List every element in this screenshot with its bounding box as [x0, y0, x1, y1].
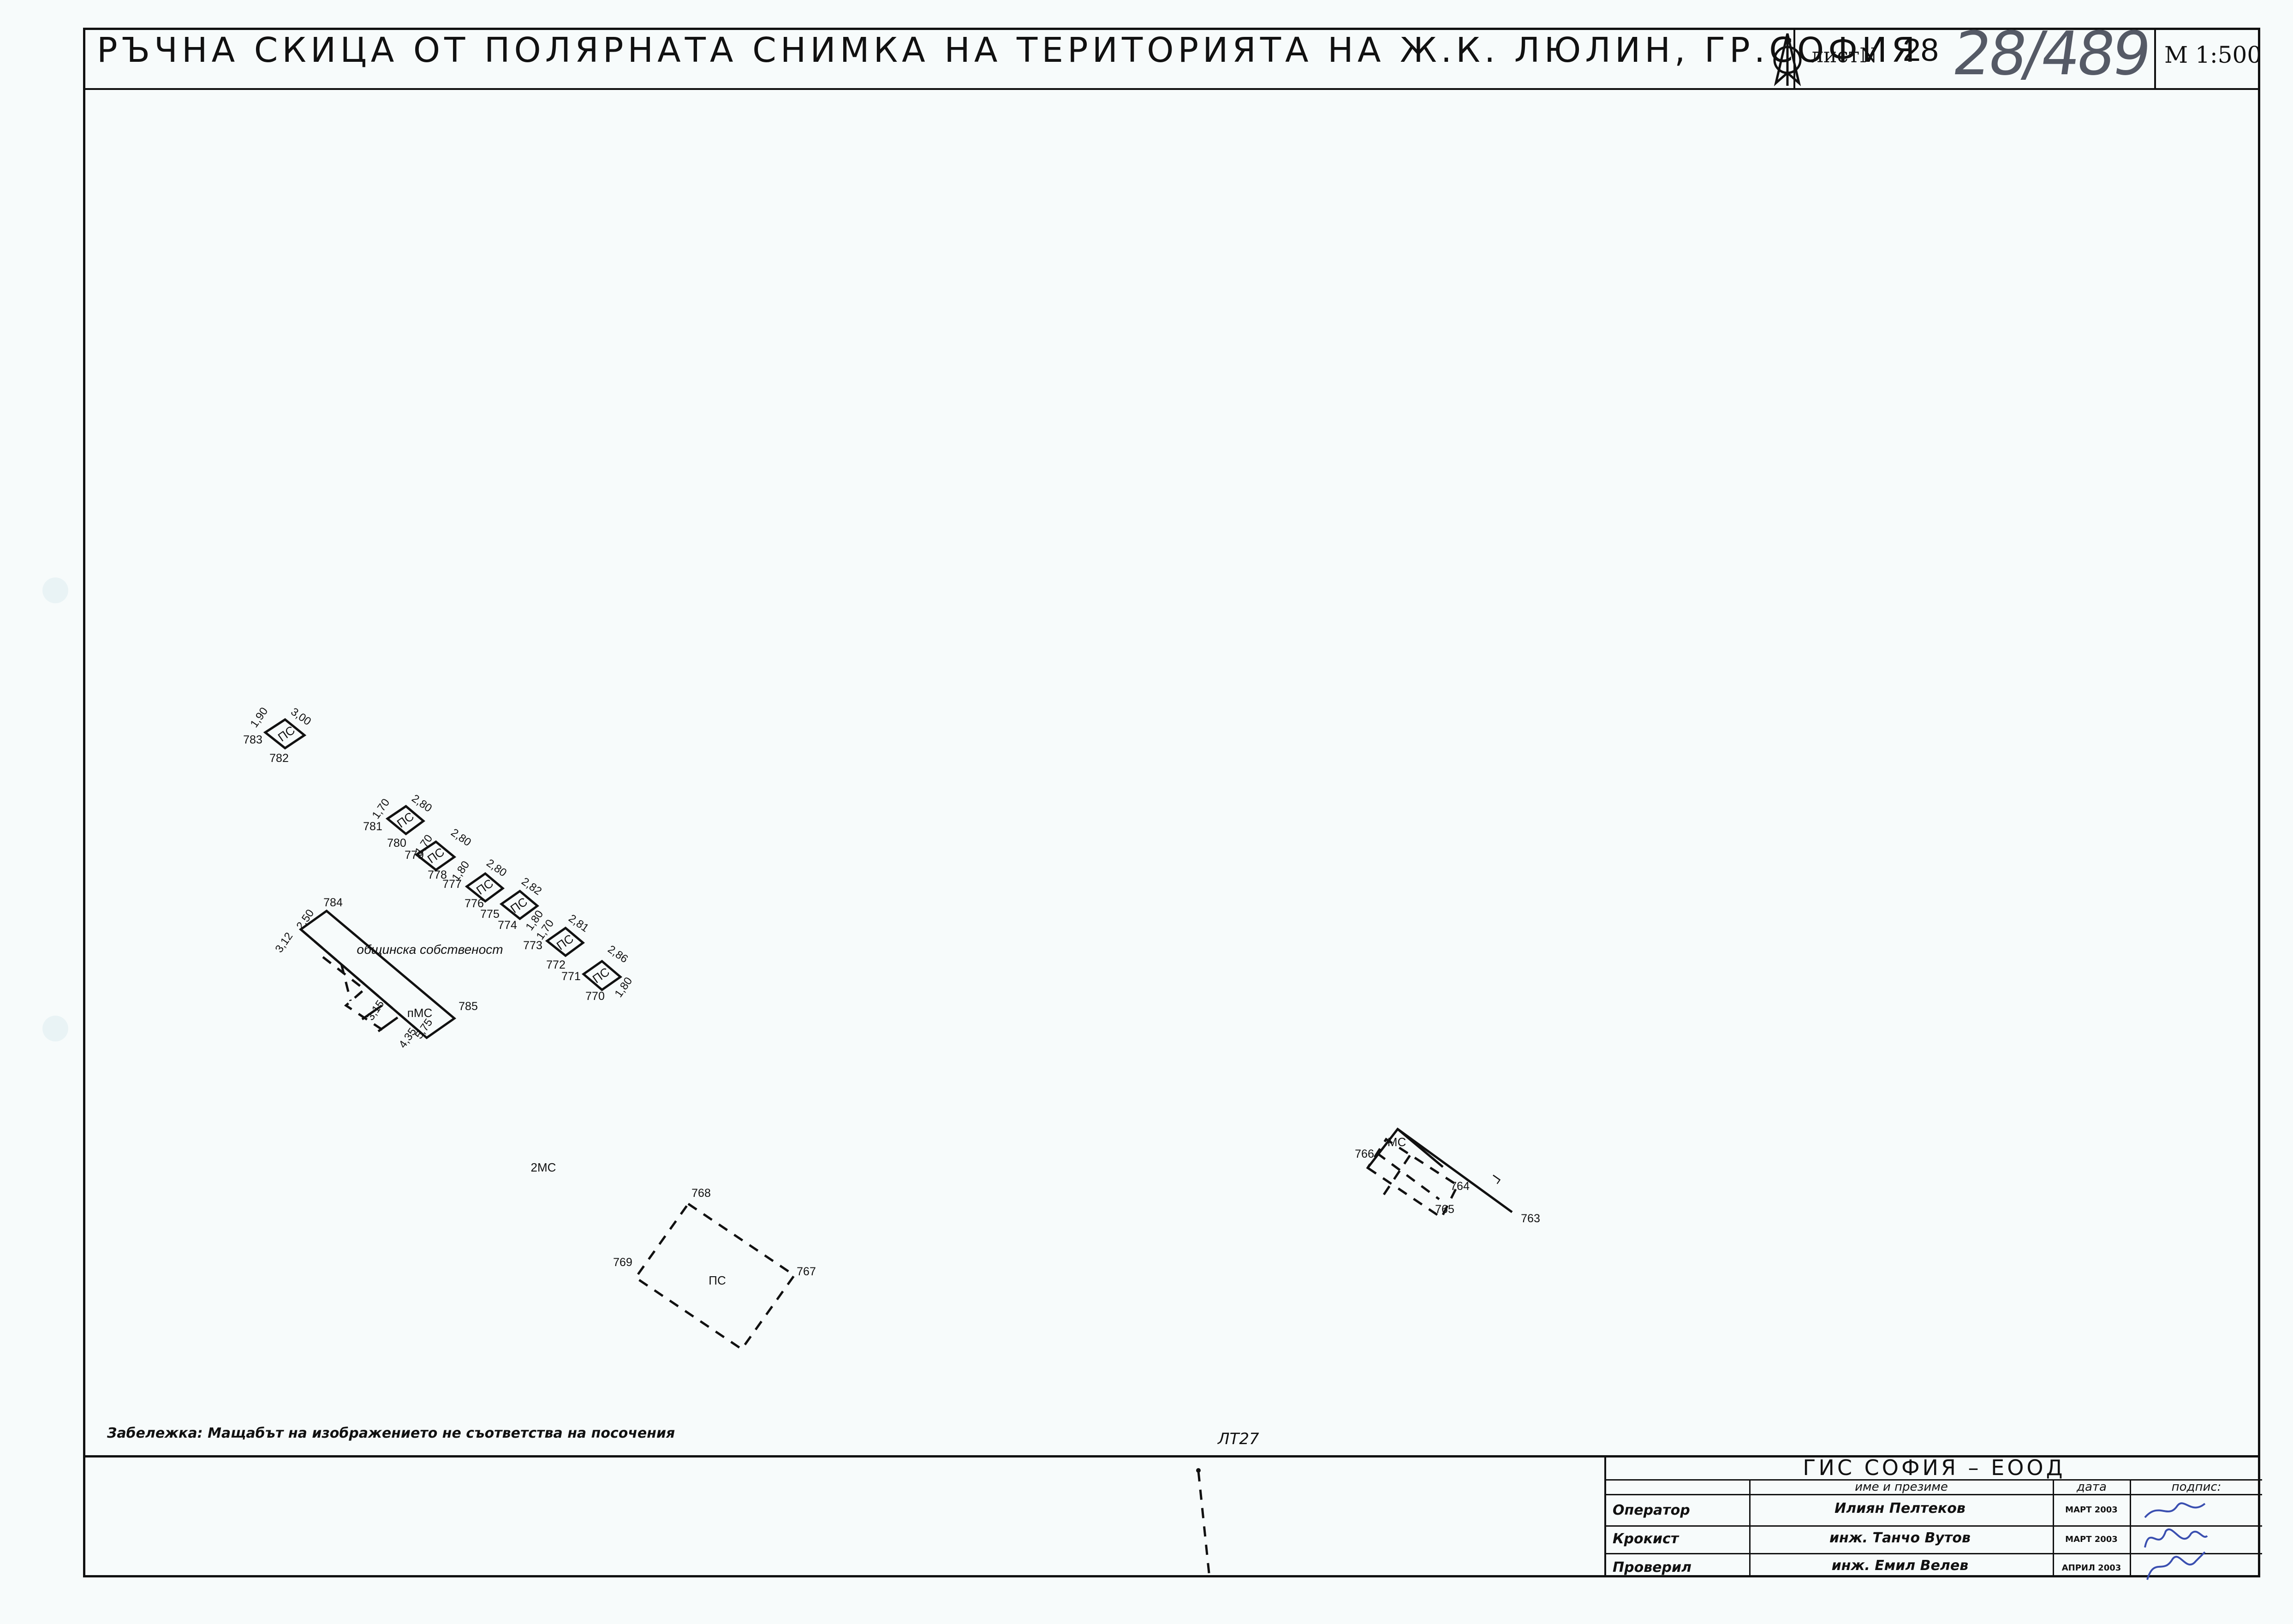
title-row: РЪЧНА СКИЦА ОТ ПОЛЯРНАТА СНИМКА НА ТЕРИТ…	[83, 28, 2260, 90]
name-column-header: име и презиме	[1855, 1480, 1948, 1494]
point-label: 779	[405, 849, 424, 862]
role-sketcher: Крокист	[1613, 1531, 1679, 1547]
measurement-label: 3,12	[273, 930, 295, 955]
point-label: 772	[546, 958, 566, 971]
punch-hole-top	[42, 577, 68, 603]
tb-line	[2130, 1479, 2131, 1577]
point-label: 783	[243, 733, 262, 746]
measurement-label: 5,75	[412, 1017, 435, 1041]
demolished-outline	[300, 928, 428, 1039]
demolished-outline	[634, 1202, 796, 1351]
point-label: 774	[498, 919, 517, 932]
signature-operator	[2144, 1502, 2206, 1518]
tb-line	[1606, 1479, 2262, 1481]
title-block: ГИС СОФИЯ – ЕООД име и презиме дата подп…	[1604, 1455, 2262, 1577]
demolished-outline	[1382, 1152, 1413, 1196]
point-label: 782	[269, 752, 289, 765]
network-line	[1197, 1471, 1211, 1578]
tb-line	[1606, 1525, 2262, 1527]
building-type-label: ПС	[709, 1273, 726, 1287]
tb-line	[1606, 1494, 2262, 1495]
measurement-label: 1,80	[612, 975, 635, 1000]
point-label: 773	[523, 939, 542, 952]
signature-column-header: подпис:	[2171, 1480, 2222, 1494]
point-label: 766	[1355, 1148, 1374, 1160]
scale-cell: М 1:500	[2154, 28, 2262, 90]
scale-label: М 1:500	[2164, 42, 2262, 68]
signature-sketcher	[2144, 1528, 2208, 1548]
point-label: 778	[428, 869, 447, 881]
signature-checker	[2146, 1551, 2206, 1580]
building-type-label: 2МС	[531, 1160, 556, 1174]
point-label: 770	[585, 990, 605, 1003]
network-line-label: ЛТ27	[1218, 1430, 1259, 1448]
building-type-label: МС	[1388, 1135, 1406, 1149]
checker-name: инж. Емил Велев	[1831, 1558, 1969, 1574]
sheet-frame	[83, 28, 2260, 1577]
measurement-label: 1,90	[248, 705, 270, 730]
point-label: 765	[1435, 1203, 1454, 1216]
role-checker: Проверил	[1613, 1559, 1691, 1576]
tb-line	[2053, 1479, 2054, 1577]
operator-name: Илиян Пелтеков	[1834, 1500, 1965, 1517]
point-label: 763	[1521, 1212, 1540, 1225]
building-outline	[263, 718, 307, 750]
point-label: 785	[459, 1000, 478, 1013]
building-outline	[499, 889, 540, 921]
demolished-outline	[1376, 1152, 1440, 1201]
role-operator: Оператор	[1613, 1502, 1690, 1518]
point-label: 780	[387, 837, 406, 850]
point-label: 764	[1450, 1180, 1470, 1193]
ownership-note: общинска собственост	[357, 942, 503, 957]
sketcher-date: МАРТ 2003	[2065, 1535, 2118, 1544]
point-label: 768	[691, 1187, 711, 1200]
demolished-outline	[1366, 1137, 1459, 1219]
scale-disclaimer: Забележка: Мащабът на изображението не с…	[107, 1425, 675, 1441]
building-outline	[414, 840, 457, 872]
punch-hole-bottom	[42, 1016, 68, 1041]
tb-line	[1749, 1479, 1751, 1577]
network-point	[1196, 1468, 1201, 1473]
building-outline	[465, 872, 505, 903]
point-label: 775	[480, 908, 500, 921]
sketcher-name: инж. Танчо Вутов	[1829, 1530, 1971, 1546]
measurement-label: 2,80	[448, 826, 473, 849]
building-type-label: пМС	[407, 1006, 433, 1020]
building-outline	[385, 804, 426, 836]
building-outline	[545, 926, 585, 958]
date-column-header: дата	[2077, 1480, 2107, 1494]
sheet-number-label: листN	[1811, 44, 1877, 67]
tb-line	[1606, 1553, 2262, 1554]
measurement-label: 2,86	[605, 943, 630, 965]
sheet-number: 28	[1903, 32, 1939, 68]
point-label: 776	[465, 897, 484, 910]
demolished-outline	[340, 964, 352, 1001]
point-label: 781	[363, 820, 382, 833]
operator-date: МАРТ 2003	[2065, 1505, 2118, 1515]
point-label: 767	[797, 1265, 816, 1278]
footer-divider	[83, 1455, 2260, 1457]
checker-date: АПРИЛ 2003	[2061, 1563, 2121, 1573]
title-divider	[1793, 28, 1795, 90]
point-label: 769	[613, 1256, 632, 1269]
building-divider	[361, 1004, 383, 1021]
building-outline	[581, 959, 623, 992]
point-label: 784	[323, 896, 343, 909]
point-label: 771	[561, 970, 581, 983]
building-outline	[1397, 1128, 1444, 1168]
sheet-title: РЪЧНА СКИЦА ОТ ПОЛЯРНАТА СНИМКА НА ТЕРИТ…	[97, 30, 1919, 70]
building-mark-label: ᒧ	[1488, 1172, 1504, 1186]
point-label: 777	[442, 878, 462, 891]
company-name: ГИС СОФИЯ – ЕООД	[1803, 1455, 2066, 1480]
